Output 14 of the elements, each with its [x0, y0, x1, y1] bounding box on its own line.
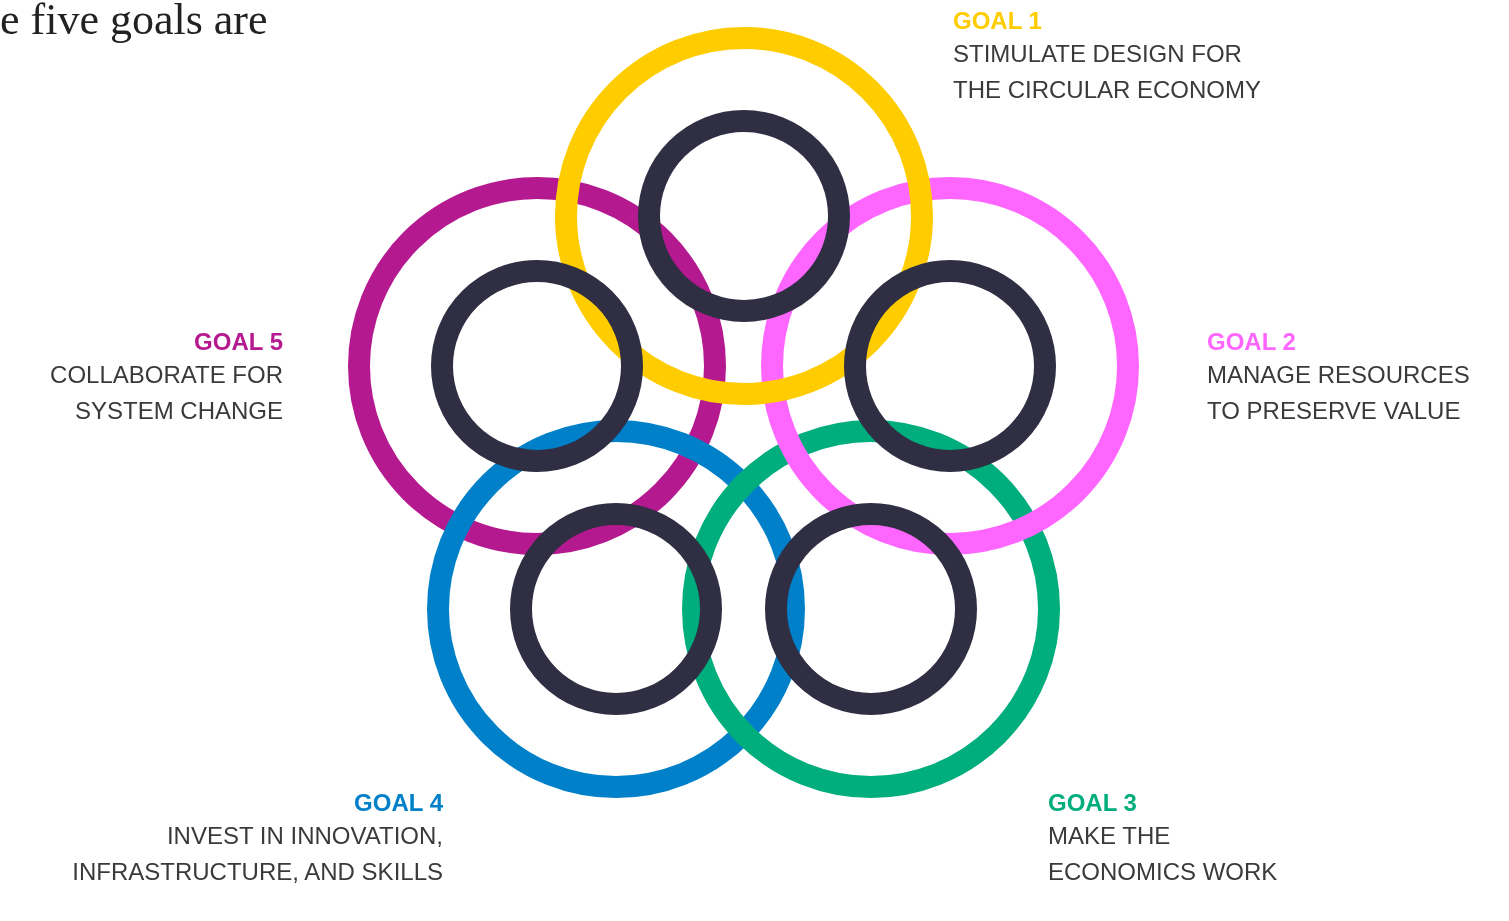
goal-ring: [555, 27, 933, 405]
goal-ring: [761, 177, 1139, 555]
goal-description: MAKE THE ECONOMICS WORK: [1048, 821, 1279, 887]
goal-heading: GOAL 2: [1207, 327, 1296, 357]
goal-heading: GOAL 3: [1048, 788, 1137, 818]
goal-heading: GOAL 1: [953, 6, 1042, 36]
goal-description: MANAGE RESOURCES TO PRESERVE VALUE: [1207, 360, 1471, 426]
goal-description: COLLABORATE FOR SYSTEM CHANGE: [49, 360, 283, 426]
goal-description: INVEST IN INNOVATION, INFRASTRUCTURE, AND SKILLS: [71, 821, 443, 887]
heading-fragment: e five goals are: [0, 0, 268, 45]
goal-description: STIMULATE DESIGN FOR THE CIRCULAR ECONOMY: [953, 39, 1263, 105]
goal-heading: GOAL 4: [354, 788, 443, 818]
goal-heading: GOAL 5: [194, 327, 283, 357]
goal-ring: [348, 177, 726, 555]
